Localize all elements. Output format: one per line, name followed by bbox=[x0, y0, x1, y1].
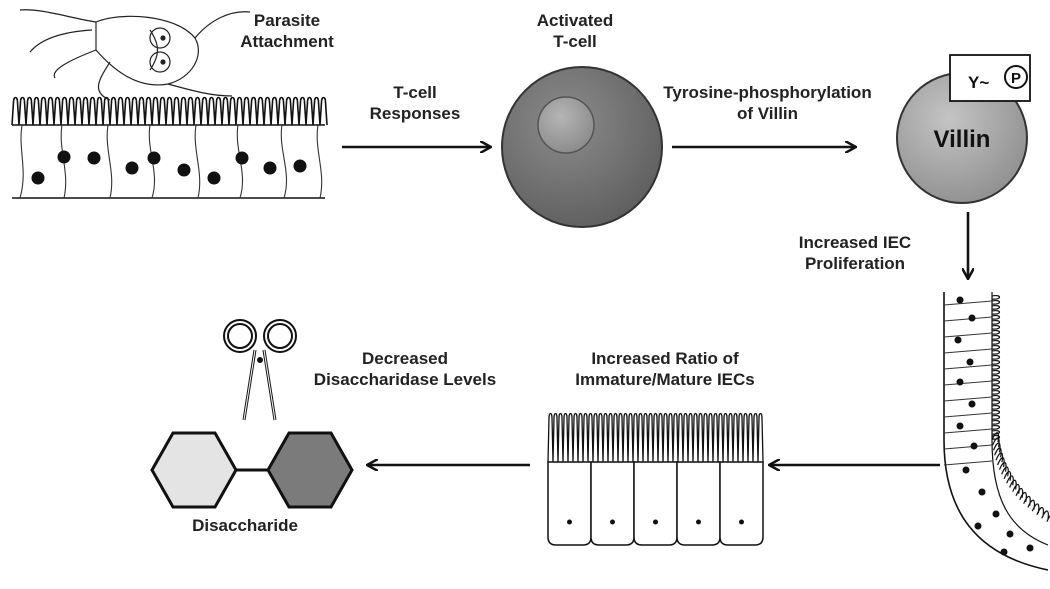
decreased-disaccharidase-line2: Disaccharidase Levels bbox=[313, 370, 497, 389]
increased-ratio-line2: Immature/Mature IECs bbox=[575, 370, 755, 389]
intestinal-crypt-icon bbox=[943, 292, 1050, 571]
disaccharide-molecule-icon bbox=[150, 431, 354, 509]
decreased-disaccharidase-label: Decreased Disaccharidase Levels bbox=[300, 348, 510, 390]
decreased-disaccharidase-line1: Decreased bbox=[361, 349, 448, 368]
tyrosine-phosphorylation-line2: of Villin bbox=[736, 104, 799, 123]
giardia-parasite-icon bbox=[19, 9, 251, 101]
villin-protein-icon bbox=[896, 54, 1031, 204]
tyrosine-phosphorylation-line1: Tyrosine-phosphorylation bbox=[663, 83, 872, 102]
parasite-attachment-label: Parasite Attachment bbox=[222, 10, 352, 52]
villin-y-label: Y~ bbox=[968, 73, 989, 92]
tcell-responses-label: T-cell Responses bbox=[350, 82, 480, 124]
phosphate-circle bbox=[1004, 65, 1028, 89]
phosphate-label: P bbox=[1011, 70, 1021, 87]
activated-tcell-label: Activated T-cell bbox=[525, 10, 625, 52]
increased-ratio-line1: Increased Ratio of bbox=[591, 349, 739, 368]
scissors-icon bbox=[223, 319, 297, 421]
activated-tcell-line2: T-cell bbox=[553, 32, 597, 51]
activated-tcell-icon bbox=[501, 66, 663, 228]
tcell-responses-line1: T-cell bbox=[393, 83, 437, 102]
mature-iec-cells-icon bbox=[547, 412, 764, 546]
disaccharide-label: Disaccharide bbox=[180, 515, 310, 536]
villin-label: Villin bbox=[934, 126, 991, 153]
increased-ratio-label: Increased Ratio of Immature/Mature IECs bbox=[560, 348, 770, 390]
disaccharide-text: Disaccharide bbox=[192, 516, 298, 535]
parasite-attachment-line1: Parasite bbox=[253, 11, 321, 30]
increased-iec-proliferation-line1: Increased IEC bbox=[798, 233, 912, 252]
tcell-responses-line2: Responses bbox=[369, 104, 461, 123]
tyrosine-phosphorylation-label: Tyrosine-phosphorylation of Villin bbox=[655, 82, 880, 124]
intestinal-epithelium-icon bbox=[11, 96, 328, 199]
increased-iec-proliferation-line2: Proliferation bbox=[804, 254, 906, 273]
increased-iec-proliferation-label: Increased IEC Proliferation bbox=[780, 232, 930, 274]
parasite-attachment-line2: Attachment bbox=[240, 32, 334, 51]
activated-tcell-line1: Activated bbox=[536, 11, 614, 30]
